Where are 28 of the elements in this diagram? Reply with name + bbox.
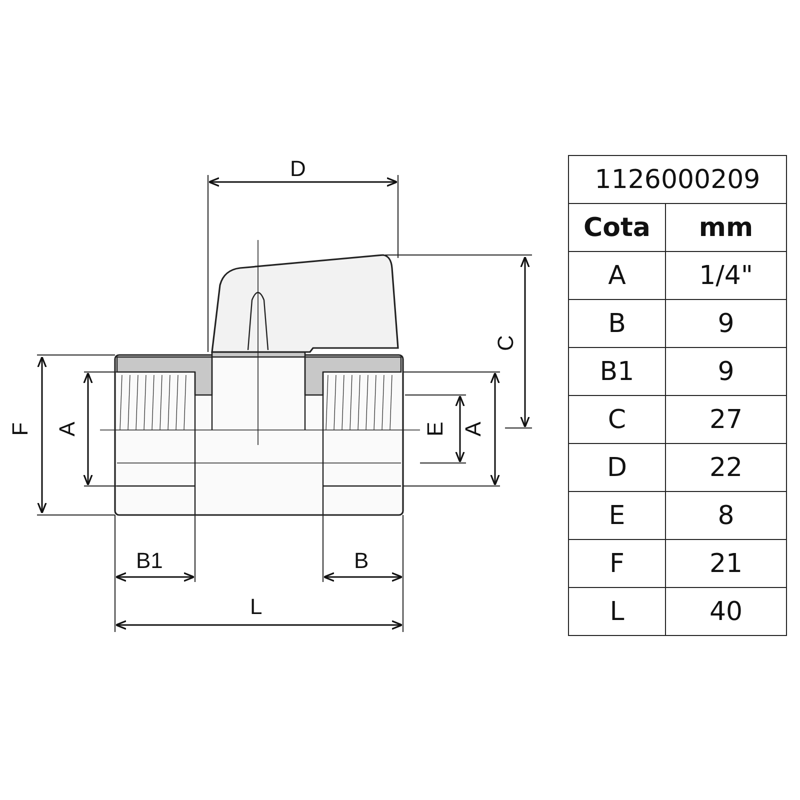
table-cell: B: [568, 300, 666, 348]
table-cell: 1/4": [666, 252, 786, 300]
table-cell: D: [568, 444, 666, 492]
table-cell: E: [568, 492, 666, 540]
table-cell: 40: [666, 588, 786, 636]
table-cell: 22: [666, 444, 786, 492]
dimension-label: C: [494, 335, 517, 351]
table-cell: B1: [568, 348, 666, 396]
table-header-cell: Cota: [568, 204, 666, 252]
dimension-label: B: [354, 550, 369, 572]
dimension-label: L: [250, 596, 262, 618]
table-cell: L: [568, 588, 666, 636]
table-cell: C: [568, 396, 666, 444]
table-cell: 8: [666, 492, 786, 540]
table-cell: 9: [666, 348, 786, 396]
dimension-label: F: [10, 422, 32, 436]
dimension-label: D: [290, 158, 306, 180]
dimension-label: E: [424, 422, 446, 436]
table-cell: F: [568, 540, 666, 588]
part-number-cell: 1126000209: [568, 156, 786, 204]
dimension-label: A: [56, 422, 78, 436]
table-cell: 9: [666, 300, 786, 348]
dimension-label: A: [462, 422, 484, 436]
table-cell: 21: [666, 540, 786, 588]
table-header-cell: mm: [666, 204, 786, 252]
table-cell: 27: [666, 396, 786, 444]
dimension-label: B1: [136, 550, 163, 572]
table-cell: A: [568, 252, 666, 300]
